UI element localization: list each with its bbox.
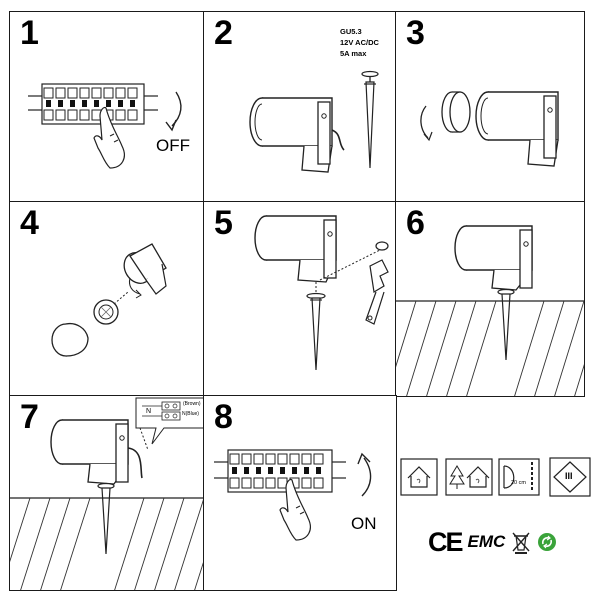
off-label: OFF (156, 136, 190, 155)
step-2-panel: 2 GU5.3 12V AC/DC 5A max (203, 11, 397, 203)
lamp-spec: GU5.3 12V AC/DC 5A max (340, 26, 379, 59)
step-1-panel: 1 (9, 11, 205, 203)
emc-mark: EMC (467, 532, 506, 551)
step-number: 6 (406, 204, 425, 242)
step-7-panel: 7 (9, 395, 205, 591)
indoor-use-icon (400, 458, 438, 496)
attach-spike-with-wrench-illustration (254, 215, 389, 371)
weee-bin-icon (512, 532, 530, 554)
wire-label-blue: N(Blue) (182, 411, 199, 417)
class-symbol: III (565, 471, 573, 481)
spec-lamp-type: GU5.3 (340, 27, 362, 36)
step-3-panel: 3 (395, 11, 585, 203)
spec-voltage: 12V AC/DC (340, 38, 379, 47)
min-distance-icon: 20 cm (498, 458, 540, 496)
step-number: 7 (20, 398, 39, 436)
min-distance-label: 20 cm (511, 480, 526, 486)
step-number: 4 (20, 204, 39, 242)
circuit-breaker-off-illustration (28, 83, 182, 169)
recycle-icon (538, 533, 557, 551)
step-4-panel: 4 (9, 201, 205, 397)
insert-into-ground-illustration (396, 225, 584, 396)
step-8-panel: 8 (203, 395, 397, 591)
ce-mark: CE (428, 526, 463, 557)
wire-label-brown: (Brown) (183, 401, 201, 407)
wiring-illustration (10, 397, 204, 590)
remove-front-cap-illustration (420, 91, 559, 167)
spotlight-and-spike-illustration (249, 70, 379, 173)
step-number: 3 (406, 14, 425, 52)
class-iii-icon: III (549, 457, 591, 497)
spec-current: 5A max (340, 49, 367, 58)
circuit-breaker-on-illustration (214, 449, 372, 541)
wire-label-neutral: N (146, 408, 152, 415)
step-number: 5 (214, 204, 233, 242)
outdoor-use-icon (445, 458, 493, 496)
on-label: ON (351, 514, 377, 533)
step-5-panel: 5 (203, 201, 397, 397)
insert-lamp-illustration (51, 243, 167, 357)
step-6-panel: 6 (395, 201, 585, 397)
step-number: 1 (20, 14, 39, 52)
certification-marks: CE EMC (428, 527, 557, 557)
step-number: 8 (214, 398, 233, 436)
step-number: 2 (214, 14, 233, 52)
